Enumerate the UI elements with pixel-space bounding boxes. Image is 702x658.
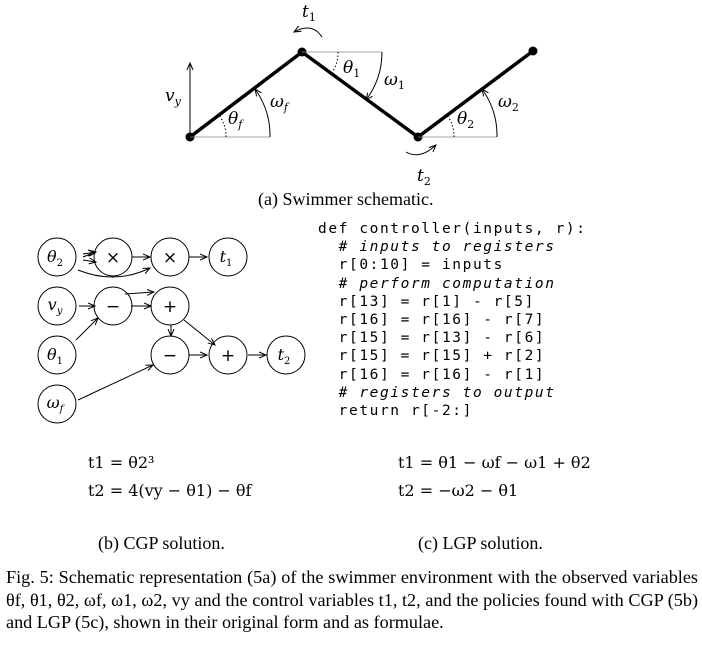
node-t2-label: t2 [278,345,291,367]
theta-2-arc [446,114,455,138]
node-times-2-op: × [163,248,177,268]
code-line: return r[-2:] [318,403,473,420]
caption-a: (a) Swimmer schematic. [258,189,434,209]
code-comment: # perform computation [318,275,556,292]
node-vy [37,286,77,326]
cgp-equation-t1: t1 = θ2³ [88,453,155,472]
joint-dot [528,46,538,56]
lgp-equation-t2: t2 = −ω2 − θ1 [398,481,519,500]
theta-f-label: θf [228,109,244,131]
theta-1-arc [330,51,339,75]
node-t2 [266,335,306,375]
omega-1-label: ω1 [384,70,405,92]
node-plus-2-op: + [221,346,235,366]
node-times-2 [150,237,190,277]
node-theta1 [37,335,77,375]
t1-torque-arc [294,28,323,38]
node-vy-label: vy [48,295,63,317]
caption-c: (c) LGP solution. [418,533,543,553]
node-minus-1 [93,286,133,326]
node-t1-label: t1 [220,247,233,269]
code-line: r[16] = r[16] - r[7] [318,312,546,329]
node-times-1-op: × [106,248,120,268]
node-times-1 [93,237,133,277]
lgp-equation-t1: t1 = θ1 − ωf − ω1 + θ2 [398,453,591,472]
node-theta2-label: θ2 [47,247,63,269]
node-omegaf-label: ωf [47,393,66,415]
t2-torque-arc [405,145,436,156]
theta-f-arc [218,114,227,138]
swimmer-body [188,49,535,140]
theta-2-label: θ2 [457,109,474,131]
node-plus-1-op: + [163,297,177,317]
code-line: r[13] = r[1] - r[5] [318,293,535,310]
omega-1-arc [366,51,383,100]
vy-label: vy [165,86,182,108]
node-plus-1 [150,286,190,326]
omega-2-label: ω2 [498,92,519,114]
omega-f-label: ωf [270,92,290,114]
code-line: r[16] = r[16] - r[1] [318,366,546,383]
node-theta2 [37,237,77,277]
figure-caption: Fig. 5: Schematic representation (5a) of… [6,567,698,633]
theta-1-label: θ1 [343,58,360,80]
omega-f-arc [255,89,271,138]
code-comment: # inputs to registers [318,239,556,256]
caption-b: (b) CGP solution. [98,533,225,553]
cgp-equation-t2: t2 = 4(vy − θ1) − θf [88,481,252,500]
node-minus-1-op: − [106,297,120,317]
node-plus-2 [208,335,248,375]
t1-label: t1 [302,2,316,24]
t2-label: t2 [417,166,431,188]
code-comment: # registers to output [318,384,556,401]
code-line: r[15] = r[13] - r[6] [318,330,546,347]
node-omegaf [37,384,77,424]
lgp-code-block: def controller(inputs, r): # inputs to r… [318,220,587,420]
node-t1 [208,237,248,277]
code-line: r[15] = r[15] + r[2] [318,348,546,365]
node-minus-2-op: − [163,346,177,366]
code-line: r[0:10] = inputs [318,257,504,274]
omega-2-arc [482,89,498,138]
code-line: def controller(inputs, r): [318,221,587,237]
cgp-graph [37,237,306,424]
node-theta1-label: θ1 [47,345,63,367]
node-minus-2 [150,335,190,375]
